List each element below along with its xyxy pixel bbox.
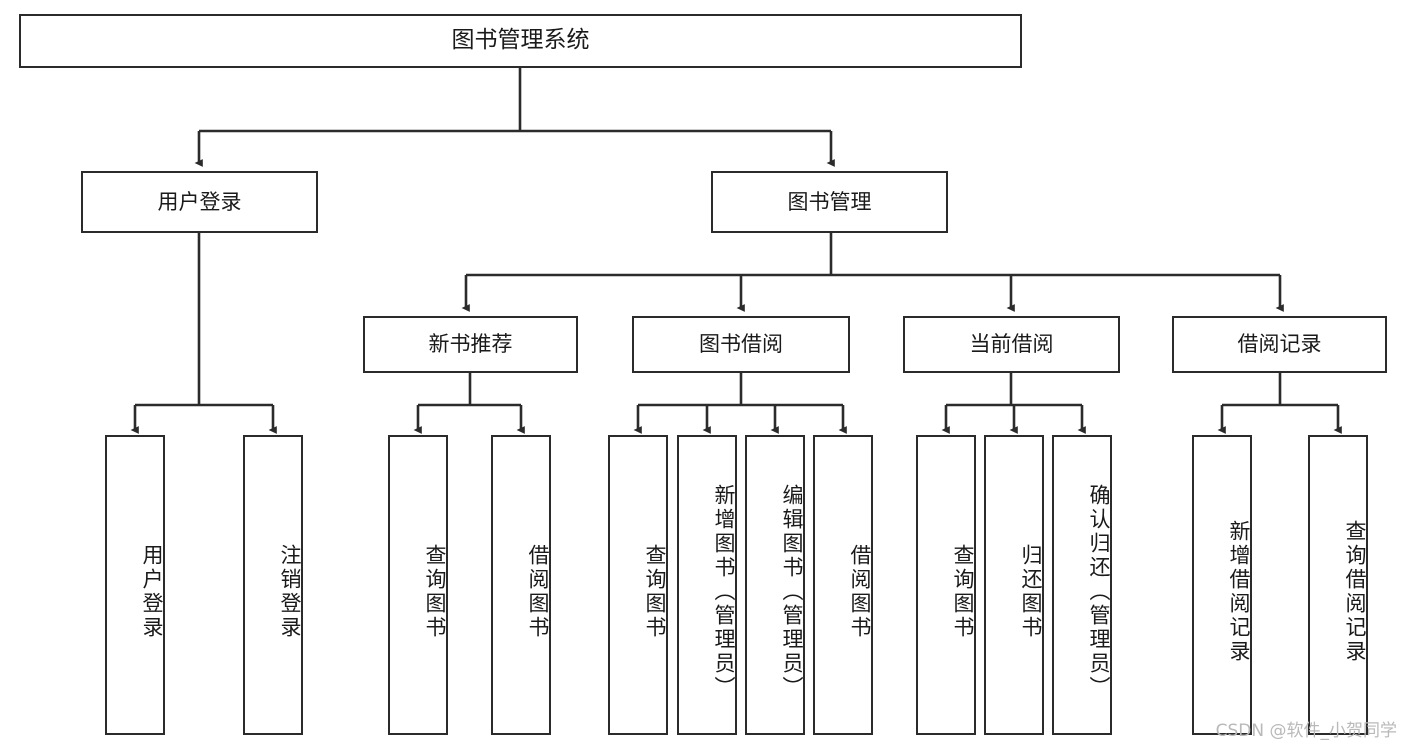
leaf-borrow-edit[interactable]: 编辑图书（管理员） [745,435,805,735]
node-user-login-label: 用户登录 [157,189,242,214]
node-book-borrow[interactable]: 图书借阅 [632,316,850,373]
leaf-borrow-query-label: 查询图书 [643,544,667,640]
leaf-cur-confirm[interactable]: 确认归还（管理员） [1052,435,1112,735]
leaf-rec-borrow[interactable]: 借阅图书 [491,435,551,735]
leaf-cur-query[interactable]: 查询图书 [916,435,976,735]
leaf-rec-borrow-label: 借阅图书 [526,544,550,640]
leaf-cur-return-label: 归还图书 [1019,544,1043,640]
leaf-borrow-add-label: 新增图书（管理员） [712,484,736,700]
leaf-rec-add[interactable]: 新增借阅记录 [1192,435,1252,735]
leaf-cur-query-label: 查询图书 [951,544,975,640]
leaf-borrow-lend[interactable]: 借阅图书 [813,435,873,735]
leaf-cur-return[interactable]: 归还图书 [984,435,1044,735]
leaf-rec-query-label: 查询图书 [423,544,447,640]
leaf-user-login[interactable]: 用户登录 [105,435,165,735]
leaf-rec-search[interactable]: 查询借阅记录 [1308,435,1368,735]
leaf-user-logout[interactable]: 注销登录 [243,435,303,735]
leaf-cur-confirm-label: 确认归还（管理员） [1087,484,1111,700]
node-borrow-record[interactable]: 借阅记录 [1172,316,1387,373]
node-user-login[interactable]: 用户登录 [81,171,318,233]
leaf-rec-query[interactable]: 查询图书 [388,435,448,735]
leaf-rec-search-label: 查询借阅记录 [1343,520,1367,664]
leaf-user-logout-label: 注销登录 [278,544,302,640]
node-new-book-rec-label: 新书推荐 [428,332,513,357]
leaf-rec-add-label: 新增借阅记录 [1227,520,1251,664]
node-borrow-record-label: 借阅记录 [1237,332,1322,357]
leaf-borrow-query[interactable]: 查询图书 [608,435,668,735]
leaf-borrow-lend-label: 借阅图书 [848,544,872,640]
node-new-book-rec[interactable]: 新书推荐 [363,316,578,373]
node-current-borrow[interactable]: 当前借阅 [903,316,1120,373]
csdn-watermark: CSDN @软件_小贺同学 [1215,721,1397,741]
node-current-borrow-label: 当前借阅 [969,332,1054,357]
node-book-borrow-label: 图书借阅 [699,332,783,357]
leaf-borrow-add[interactable]: 新增图书（管理员） [677,435,737,735]
node-book-manage-label: 图书管理 [787,189,872,214]
leaf-borrow-edit-label: 编辑图书（管理员） [780,484,804,700]
node-book-manage[interactable]: 图书管理 [711,171,948,233]
node-root-label: 图书管理系统 [451,27,590,54]
leaf-user-login-label: 用户登录 [140,544,164,640]
node-root[interactable]: 图书管理系统 [19,14,1022,68]
